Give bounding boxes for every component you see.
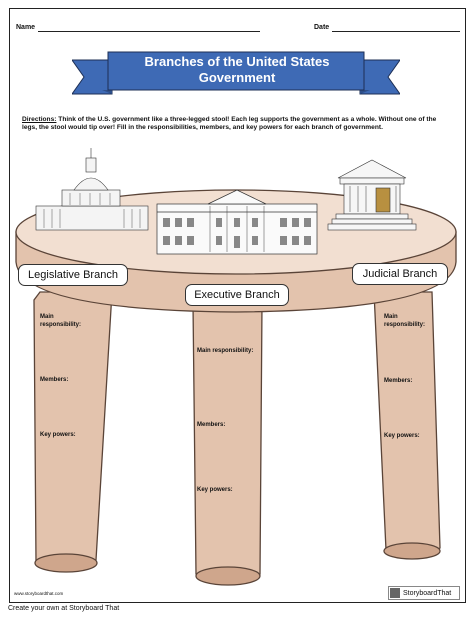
storyboardthat-logo: StoryboardThat [388,586,460,600]
logo-text: StoryboardThat [403,589,452,597]
executive-branch-label: Executive Branch [185,284,289,306]
executive-key-powers-label: Key powers: [197,487,233,493]
legislative-main-responsibility-label: Main responsibility: [40,314,82,328]
judicial-branch-label: Judicial Branch [352,263,448,285]
title-line-1: Branches of the United States [144,54,330,69]
legislative-branch-label: Legislative Branch [18,264,128,286]
executive-main-responsibility-label: Main responsibility: [197,348,254,354]
date-field[interactable] [332,31,460,32]
title-line-2: Government [198,70,276,85]
stool-legs [33,291,441,586]
name-field[interactable] [38,31,260,32]
name-label: Name [16,24,36,31]
supreme-court-icon [327,159,417,231]
judicial-key-powers-label: Key powers: [384,433,420,439]
title-banner [72,51,400,95]
judicial-main-responsibility-label: Main responsibility: [384,314,426,328]
footer-url: www.storyboardthat.com [14,591,64,596]
legislative-members-label: Members: [40,377,69,383]
executive-members-label: Members: [197,422,226,428]
legislative-key-powers-label: Key powers: [40,432,76,438]
page-title: Branches of the United States Government [110,54,364,90]
directions-text: Directions: Think of the U.S. government… [22,116,452,133]
storyboard-logo-icon [390,588,400,598]
white-house-icon [156,189,318,255]
bottom-caption-link[interactable]: Create your own at Storyboard That [8,605,120,612]
directions-lead: Directions: [22,116,57,123]
directions-body: Think of the U.S. government like a thre… [22,116,437,132]
judicial-members-label: Members: [384,378,413,384]
capitol-building-icon [35,148,149,231]
date-label: Date [314,24,330,31]
